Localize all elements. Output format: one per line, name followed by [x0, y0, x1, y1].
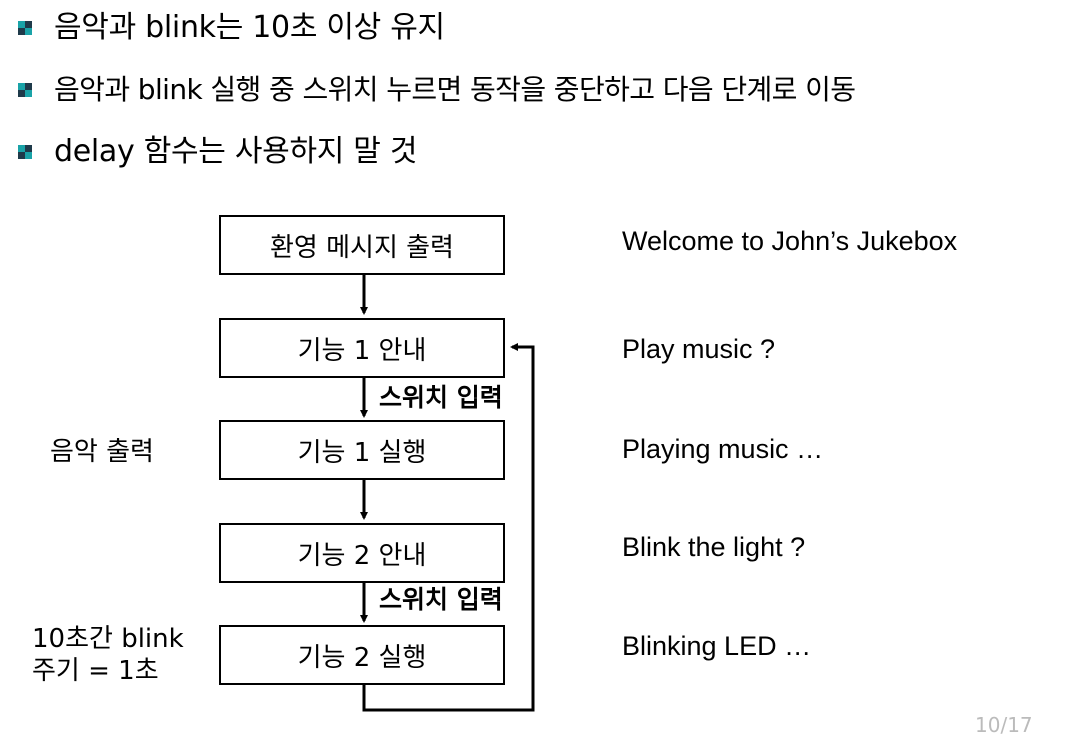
- flow-step-label: 환영 메시지 출력: [270, 232, 454, 263]
- square-bullet-icon: [18, 145, 32, 159]
- flow-step-label: 기능 2 실행: [297, 642, 427, 673]
- flow-step-func2-run: 기능 2 실행: [219, 625, 505, 685]
- flow-step-label: 기능 1 안내: [297, 335, 427, 366]
- flow-step-label: 기능 2 안내: [297, 540, 427, 571]
- output-blinking-led: Blinking LED …: [622, 631, 812, 661]
- flow-step-func1-guide: 기능 1 안내: [219, 318, 505, 378]
- bullet-text: 음악과 blink는 10초 이상 유지: [54, 10, 445, 45]
- square-bullet-icon: [18, 21, 32, 35]
- flow-step-welcome: 환영 메시지 출력: [219, 215, 505, 275]
- page-number: 10/17: [975, 713, 1033, 737]
- bullet-item: delay 함수는 사용하지 말 것: [18, 132, 417, 172]
- switch-input-label: 스위치 입력: [379, 383, 503, 412]
- square-bullet-icon: [18, 83, 32, 97]
- bullet-item: 음악과 blink 실행 중 스위치 누르면 동작을 중단하고 다음 단계로 이…: [18, 70, 856, 110]
- flow-step-label: 기능 1 실행: [297, 437, 427, 468]
- flow-step-func1-run: 기능 1 실행: [219, 420, 505, 480]
- music-output-note: 음악 출력: [50, 437, 154, 467]
- output-play-music: Play music ?: [622, 334, 776, 364]
- blink-note-line1: 10초간 blink: [32, 624, 184, 654]
- bullet-text: 음악과 blink 실행 중 스위치 누르면 동작을 중단하고 다음 단계로 이…: [54, 73, 856, 106]
- blink-note-line2: 주기 = 1초: [32, 656, 159, 686]
- loop-back-arrow: [362, 343, 535, 712]
- output-blink-light: Blink the light ?: [622, 532, 806, 562]
- output-welcome: Welcome to John’s Jukebox: [622, 226, 958, 256]
- bullet-item: 음악과 blink는 10초 이상 유지: [18, 8, 445, 48]
- output-playing-music: Playing music …: [622, 434, 824, 464]
- switch-input-label: 스위치 입력: [379, 585, 503, 614]
- flow-step-func2-guide: 기능 2 안내: [219, 523, 505, 583]
- bullet-text: delay 함수는 사용하지 말 것: [54, 134, 418, 169]
